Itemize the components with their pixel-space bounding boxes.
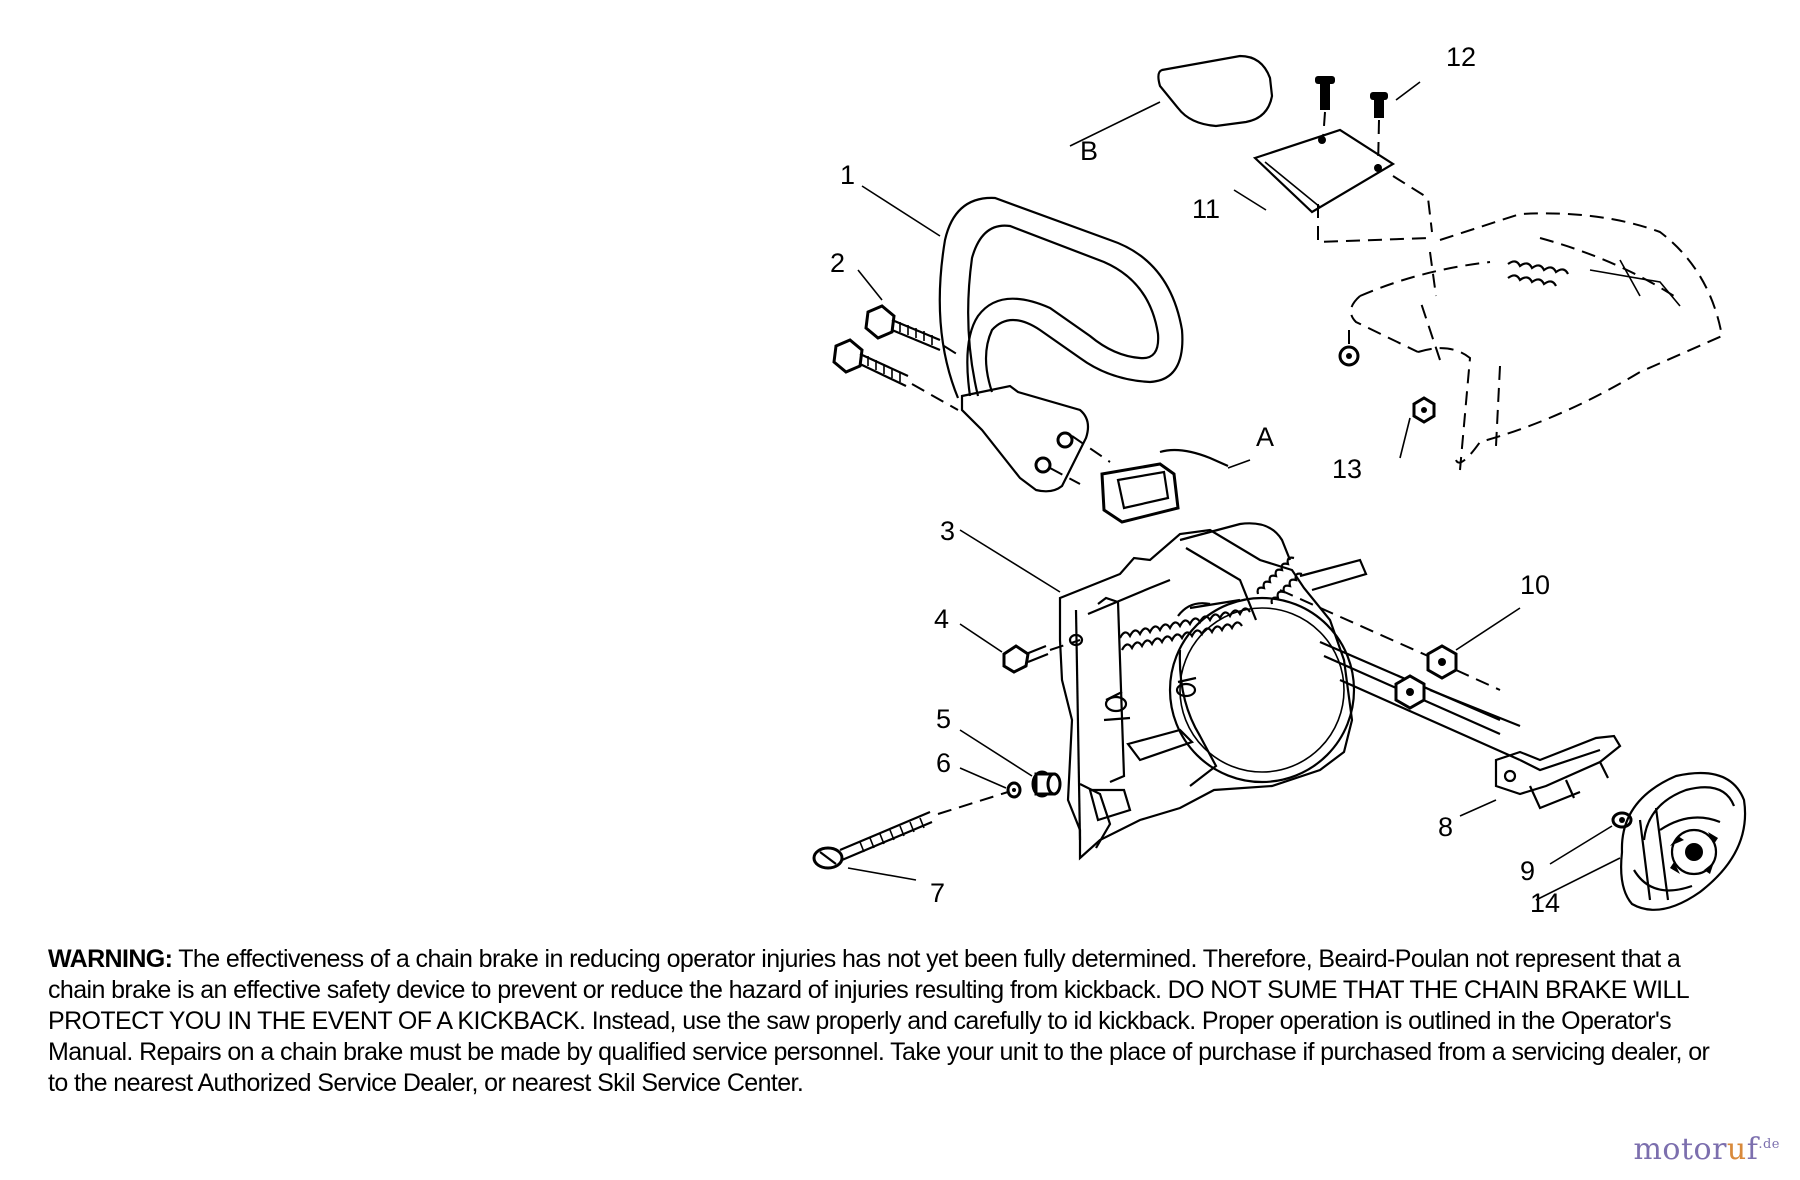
label-part-1: 1: [840, 160, 855, 190]
label-part-2: 2: [830, 248, 845, 278]
nut-part-10: [1279, 589, 1501, 710]
watermark-main: motor: [1633, 1132, 1727, 1167]
spacer-part-5: [1031, 770, 1062, 798]
engine-housing-outline: [1317, 175, 1724, 471]
watermark-suffix: .de: [1758, 1137, 1780, 1152]
bolt-part-2a: [864, 304, 961, 357]
screw-part-4: [1002, 639, 1081, 674]
hand-guard-part-1: [938, 196, 1184, 493]
label-part-6: 6: [936, 748, 951, 778]
washer-part-6: [1006, 781, 1022, 799]
bracket-part-8: [1494, 734, 1622, 810]
warning-text: The effectiveness of a chain brake in re…: [48, 945, 1710, 1097]
label-part-10: 10: [1520, 570, 1550, 600]
label-part-5: 5: [936, 704, 951, 734]
label-part-13: 13: [1332, 454, 1362, 484]
label-part-14: 14: [1530, 888, 1560, 918]
label-part-12: 12: [1446, 42, 1476, 72]
nut-part-13: [1412, 396, 1436, 424]
decal-part-b: [1157, 54, 1274, 128]
screw-part-7: [812, 791, 1009, 870]
label-part-b: B: [1080, 136, 1098, 166]
label-part-4: 4: [934, 604, 949, 634]
label-part-11: 11: [1192, 194, 1220, 224]
label-part-8: 8: [1438, 812, 1453, 842]
label-part-3: 3: [940, 516, 955, 546]
label-part-a: A: [1256, 422, 1274, 452]
watermark-logo: motoruf.de: [1633, 1132, 1780, 1167]
label-part-7: 7: [930, 878, 945, 908]
clutch-part-14: [1620, 772, 1747, 911]
screw-part-12b: [1370, 92, 1388, 169]
brake-spring: [1119, 607, 1251, 651]
clutch-cover-part-3: [1058, 522, 1521, 861]
brake-spring-upper: [1256, 556, 1303, 605]
watermark-accent: u: [1726, 1132, 1747, 1167]
label-part-9: 9: [1520, 856, 1535, 886]
brake-lever-part-a: [1100, 448, 1229, 524]
bolt-part-2b: [832, 338, 959, 411]
nut-part-13-upper: [1338, 330, 1360, 367]
watermark-end: f: [1746, 1132, 1759, 1167]
cover-plate-part-11: [1252, 128, 1396, 214]
leader-lines: [847, 81, 1621, 901]
warning-notice: WARNING: The effectiveness of a chain br…: [48, 944, 1728, 1099]
warning-label: WARNING:: [48, 945, 173, 973]
housing-spring: [1507, 260, 1569, 287]
screw-part-12a: [1315, 76, 1335, 141]
